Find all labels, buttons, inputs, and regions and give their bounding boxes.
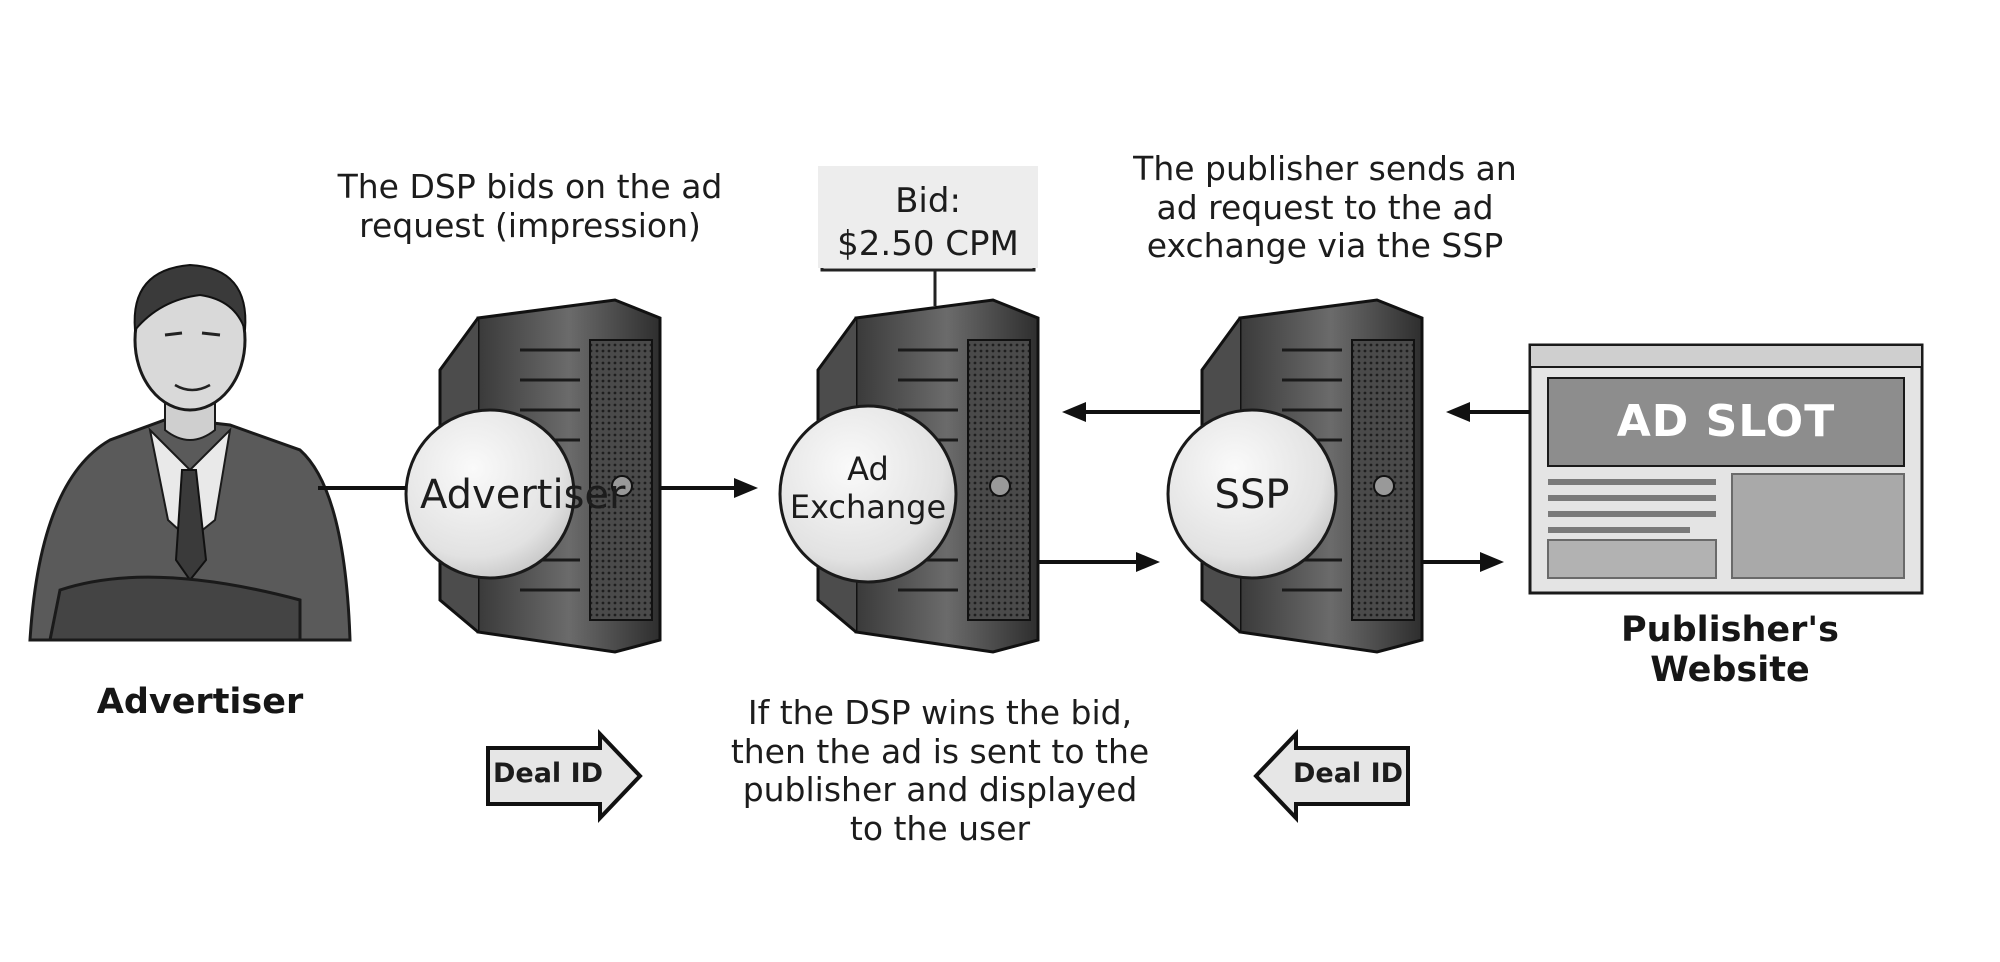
publisher-request-line-2: ad request to the ad — [1156, 187, 1494, 227]
publisher-website-label: Publisher's Website — [1621, 610, 1839, 690]
advertiser-figure — [28, 263, 352, 642]
publisher-request-annotation: The publisher sends an ad request to the… — [1115, 149, 1535, 266]
dsp-bid-line-2: request (impression) — [359, 205, 701, 245]
arrow-ssp-to-exchange — [1062, 402, 1200, 422]
ad-exchange-label-line-2: Exchange — [789, 488, 947, 527]
publisher-request-line-1: The publisher sends an — [1133, 149, 1517, 188]
dsp-bid-line-1: The DSP bids on the ad — [337, 167, 723, 206]
deal-id-tag-right-label: Deal ID — [492, 758, 604, 789]
bid-value: $2.50 CPM — [837, 223, 1019, 264]
ad-exchange-disc — [778, 404, 958, 584]
deal-id-tag-left-shape — [1253, 729, 1410, 823]
deal-id-tag-right-shape — [486, 729, 643, 823]
arrow-exchange-to-ssp — [1038, 552, 1160, 572]
deal-id-tag-left-label: Deal ID — [1292, 758, 1404, 789]
ssp-label: SSP — [1214, 472, 1290, 518]
arrow-publisher-to-ssp — [1446, 402, 1530, 422]
publisher-request-line-3: exchange via the SSP — [1146, 226, 1504, 266]
arrow-dsp-to-exchange — [660, 478, 758, 498]
bid-title: Bid: — [895, 181, 961, 221]
arrow-ssp-to-publisher — [1422, 552, 1504, 572]
win-annotation: If the DSP wins the bid, then the ad is … — [720, 693, 1160, 848]
advertiser-label: Advertiser — [96, 682, 304, 722]
win-line-1: If the DSP wins the bid, — [747, 693, 1133, 732]
win-line-2: then the ad is sent to the — [730, 731, 1150, 771]
publisher-website-panel — [1528, 343, 1924, 595]
dsp-label: Advertiser — [420, 472, 626, 518]
ad-slot-box — [1547, 377, 1905, 467]
ad-slot-text: AD SLOT — [1616, 396, 1836, 447]
dsp-disc — [404, 408, 576, 580]
dsp-bid-annotation: The DSP bids on the ad request (impressi… — [330, 167, 730, 245]
ad-exchange-label-line-1: Ad — [847, 450, 889, 488]
ssp-disc — [1166, 408, 1338, 580]
win-line-4: to the user — [849, 808, 1031, 848]
bid-box: Bid: $2.50 CPM — [818, 166, 1038, 268]
ad-exchange-label: Ad Exchange — [778, 450, 958, 527]
win-line-3: publisher and displayed — [742, 770, 1138, 810]
